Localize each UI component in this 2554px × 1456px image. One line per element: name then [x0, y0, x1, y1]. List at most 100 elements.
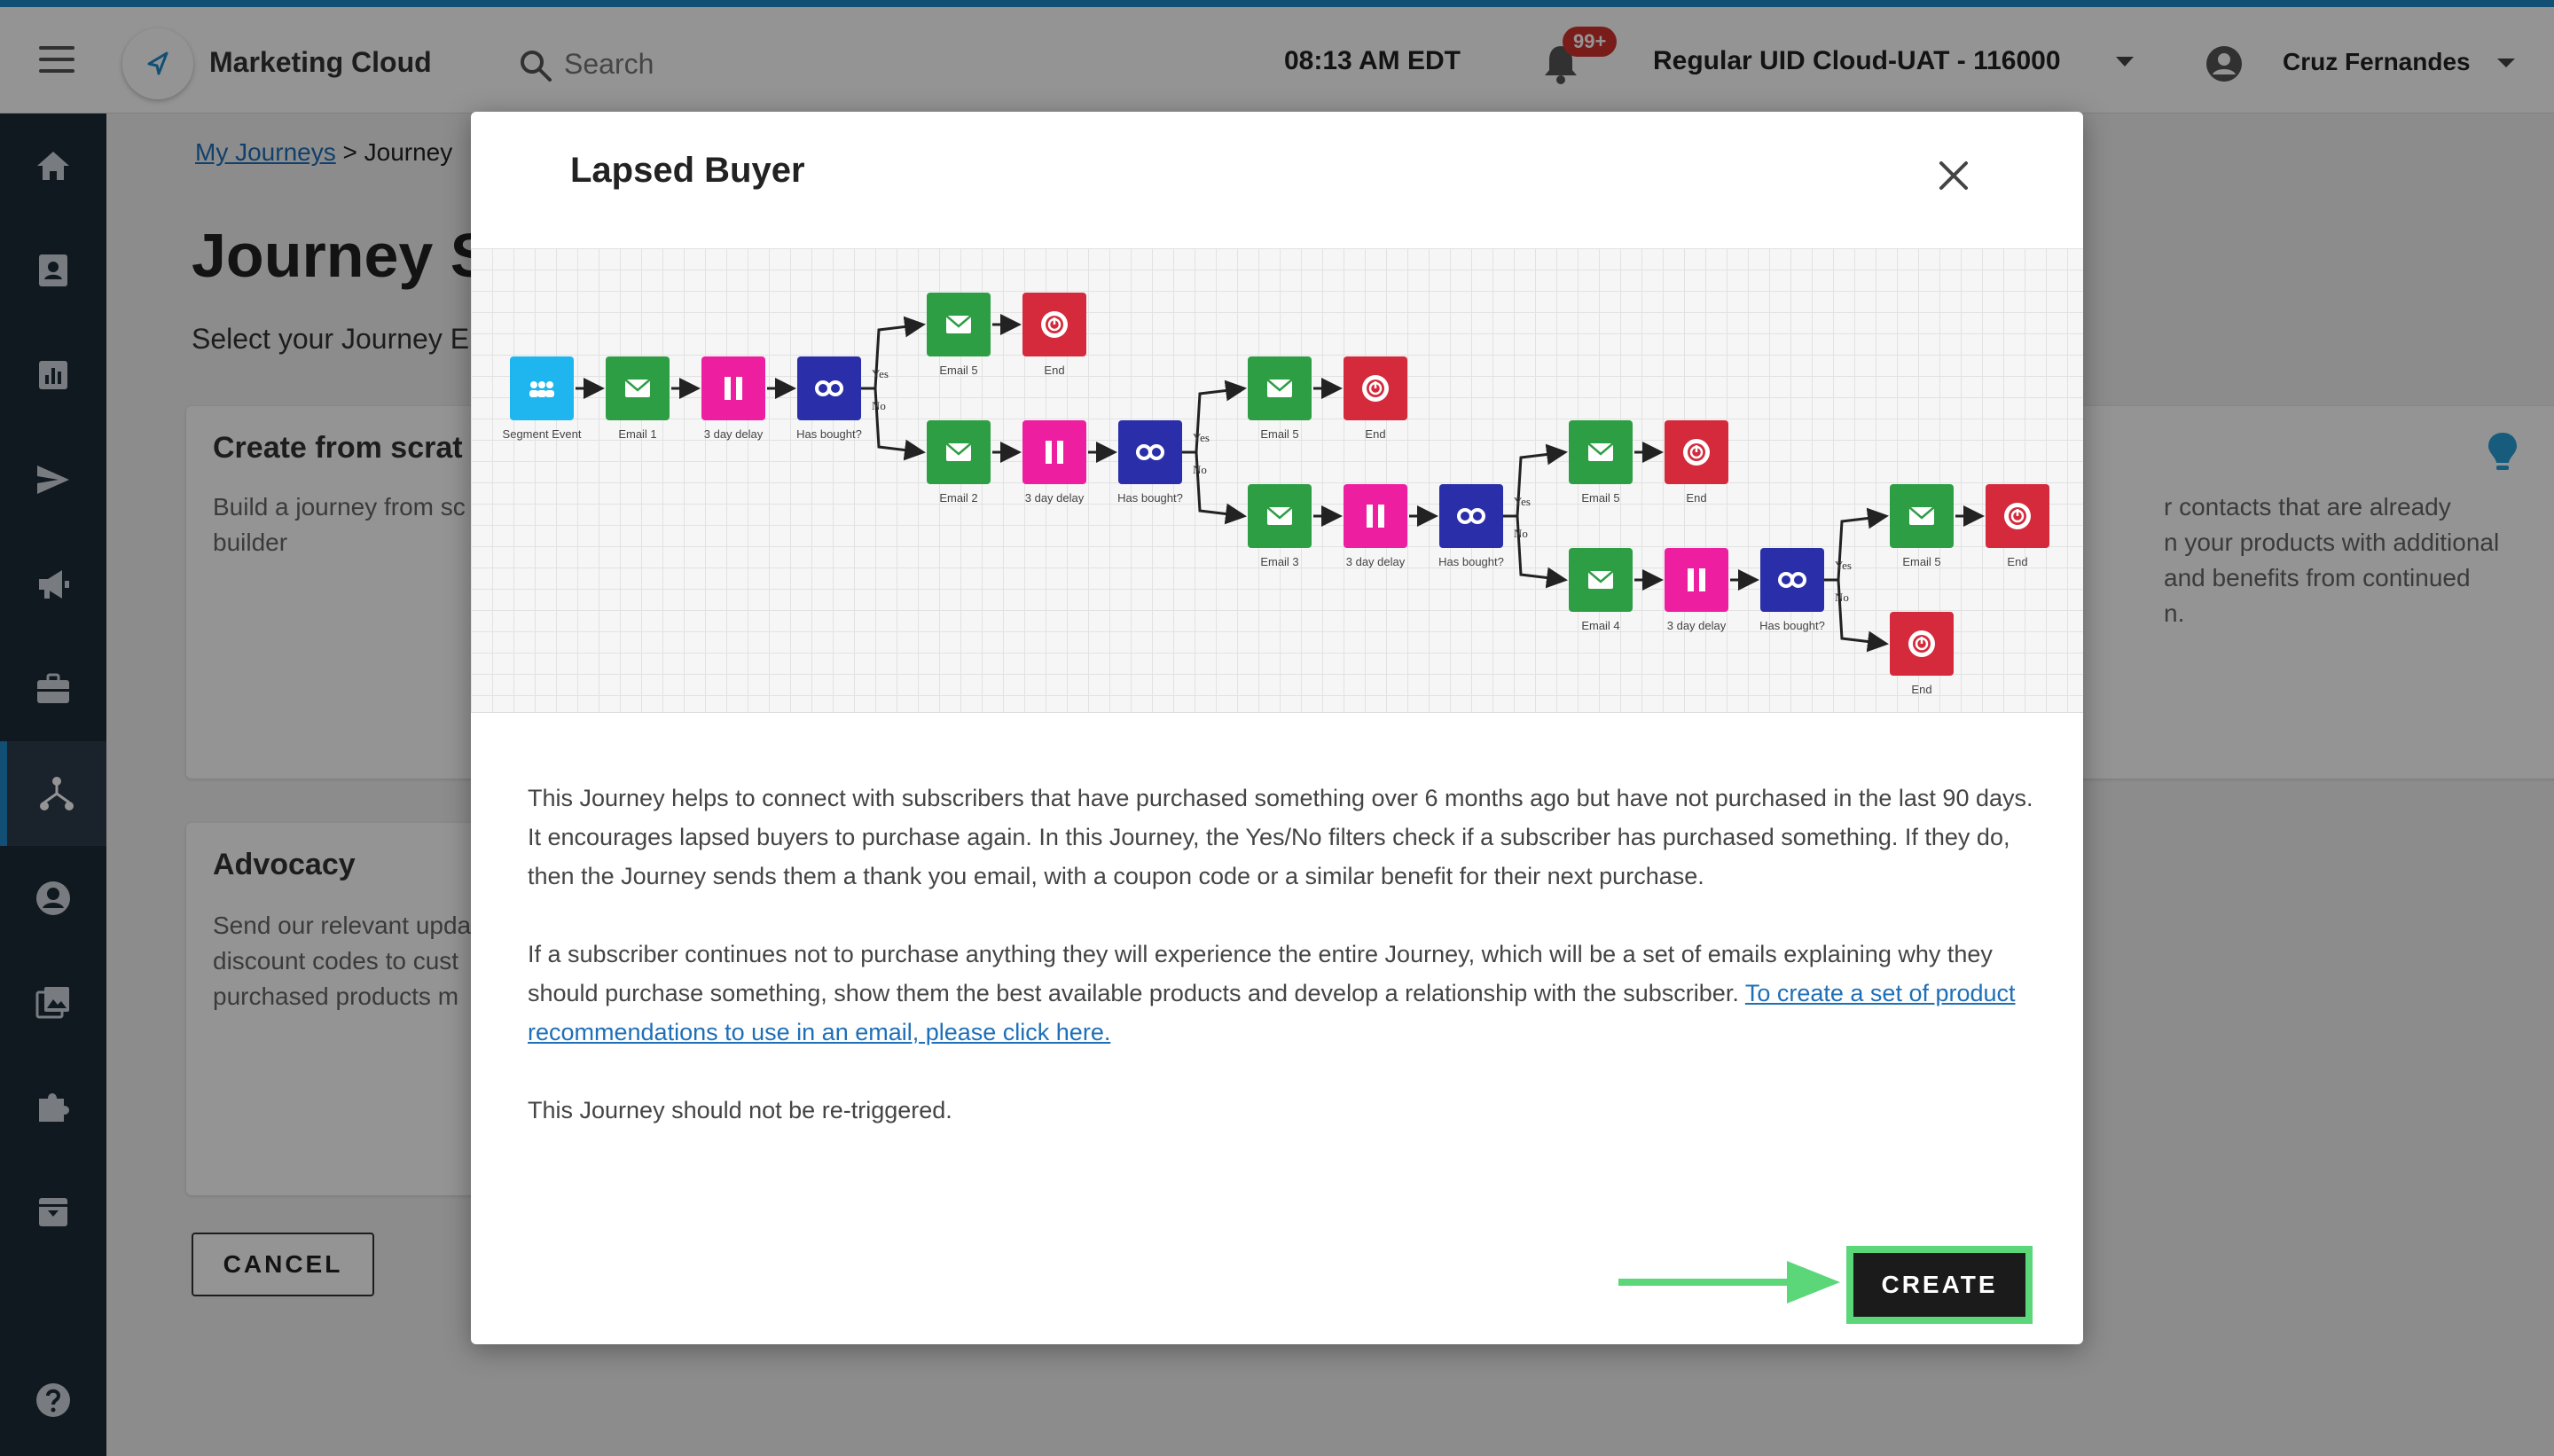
branch-no-label: No: [1835, 591, 1849, 604]
clock: 08:13 AM EDT: [1284, 46, 1461, 75]
chevron-down-icon[interactable]: [2497, 59, 2515, 67]
branch-no-connector: [1516, 515, 1568, 589]
reports-icon: [39, 361, 67, 389]
breadcrumb-link-my-journeys[interactable]: My Journeys: [195, 138, 336, 166]
node-label: End: [1044, 364, 1064, 377]
app-logo-icon[interactable]: [122, 28, 193, 99]
delay-node: 3 day delay: [1022, 420, 1086, 505]
node-label: End: [2007, 555, 2027, 568]
email-node: Email 2: [927, 420, 991, 505]
notification-badge: 99+: [1563, 27, 1618, 57]
lightbulb-icon: [2485, 431, 2520, 478]
email-node: Email 5: [1248, 356, 1312, 441]
branch-yes-label: Yes: [1835, 559, 1852, 572]
sidebar-item-help[interactable]: [0, 1348, 106, 1452]
branch-yes-label: Yes: [1193, 431, 1210, 444]
segment-event-node: Segment Event: [503, 356, 582, 441]
email-node: Email 5: [1569, 420, 1633, 505]
end-node: End: [1890, 612, 1954, 696]
email-node: Email 1: [606, 356, 670, 441]
sidebar-item-send[interactable]: [0, 427, 106, 532]
sidebar: [0, 114, 106, 1456]
node-label: End: [1686, 491, 1706, 505]
delay-node: 3 day delay: [701, 356, 765, 441]
sidebar-item-journeys[interactable]: [0, 741, 106, 846]
breadcrumb: My Journeys > Journey: [195, 138, 452, 167]
email-node: Email 5: [1890, 484, 1954, 568]
delay-node: 3 day delay: [1665, 548, 1728, 632]
delay-node: 3 day delay: [1344, 484, 1407, 568]
branch-yes-connector: [1182, 388, 1244, 454]
breadcrumb-current: Journey: [364, 138, 453, 166]
node-label: Email 4: [1581, 619, 1619, 632]
sidebar-item-archive[interactable]: [0, 1160, 106, 1264]
sidebar-item-campaigns[interactable]: [0, 532, 106, 637]
close-button[interactable]: [1932, 154, 1975, 197]
filter-node: Has bought?: [1438, 484, 1504, 568]
home-icon: [37, 152, 69, 180]
create-button[interactable]: CREATE: [1846, 1246, 2033, 1324]
search-icon[interactable]: [518, 48, 553, 88]
branch-yes-label: Yes: [872, 367, 889, 380]
images-icon: [35, 987, 69, 1019]
node-label: Email 5: [1902, 555, 1940, 568]
branch-no-label: No: [872, 399, 886, 412]
end-node: End: [1344, 356, 1407, 441]
node-label: 3 day delay: [1346, 555, 1406, 568]
end-node: End: [1986, 484, 2049, 568]
branch-no-connector: [874, 387, 926, 461]
node-label: 3 day delay: [1025, 491, 1085, 505]
sidebar-item-images[interactable]: [0, 951, 106, 1055]
account-selector[interactable]: Regular UID Cloud-UAT - 116000: [1653, 46, 2061, 75]
end-node: End: [1665, 420, 1728, 505]
card-title: Advocacy: [213, 848, 356, 881]
user-name[interactable]: Cruz Fernandes: [2283, 48, 2471, 75]
top-bar: Marketing Cloud 08:13 AM EDT 99+ Regular…: [0, 0, 2554, 114]
page-subtitle: Select your Journey E: [192, 323, 470, 355]
sidebar-item-reports[interactable]: [0, 323, 106, 427]
megaphone-icon: [39, 570, 69, 599]
search-input[interactable]: [564, 44, 830, 83]
help-icon: [36, 1383, 70, 1417]
journeys-icon: [40, 777, 74, 810]
branch-yes-connector: [861, 325, 923, 390]
chevron-down-icon[interactable]: [2116, 57, 2134, 67]
arrow-pointer-icon: [1618, 1261, 1840, 1303]
node-label: 3 day delay: [1667, 619, 1727, 632]
node-label: Has bought?: [796, 427, 862, 441]
node-label: Email 1: [618, 427, 656, 441]
briefcase-icon: [37, 673, 69, 703]
filter-node: Has bought?: [1759, 548, 1825, 632]
page-title: Journey S: [192, 221, 492, 290]
sidebar-item-business[interactable]: [0, 637, 106, 741]
sidebar-item-contacts[interactable]: [0, 218, 106, 323]
card-title: Create from scrat: [213, 431, 463, 465]
node-label: Email 5: [939, 364, 977, 377]
branch-yes-connector: [1824, 516, 1886, 582]
user-avatar-icon[interactable]: [2205, 44, 2244, 88]
node-label: Email 3: [1260, 555, 1298, 568]
sidebar-item-home[interactable]: [0, 114, 106, 218]
description-paragraph-3: This Journey should not be re-triggered.: [528, 1097, 952, 1123]
breadcrumb-separator: >: [342, 138, 357, 166]
filter-node: Has bought?: [796, 356, 862, 441]
modal-title: Lapsed Buyer: [570, 151, 805, 190]
node-label: Has bought?: [1117, 491, 1183, 505]
filter-node: Has bought?: [1117, 420, 1183, 505]
sidebar-item-integrations[interactable]: [0, 1055, 106, 1160]
node-label: Has bought?: [1759, 619, 1825, 632]
contacts-icon: [39, 254, 67, 286]
product-recommendations-link[interactable]: To create a set of product recommendatio…: [528, 980, 2016, 1045]
node-label: Email 2: [939, 491, 977, 505]
branch-no-connector: [1195, 451, 1247, 525]
end-node: End: [1022, 293, 1086, 377]
cancel-button[interactable]: CANCEL: [192, 1233, 374, 1296]
node-label: Has bought?: [1438, 555, 1504, 568]
sidebar-item-profile[interactable]: [0, 846, 106, 951]
hamburger-menu-icon[interactable]: [39, 46, 74, 74]
node-label: Email 5: [1581, 491, 1619, 505]
